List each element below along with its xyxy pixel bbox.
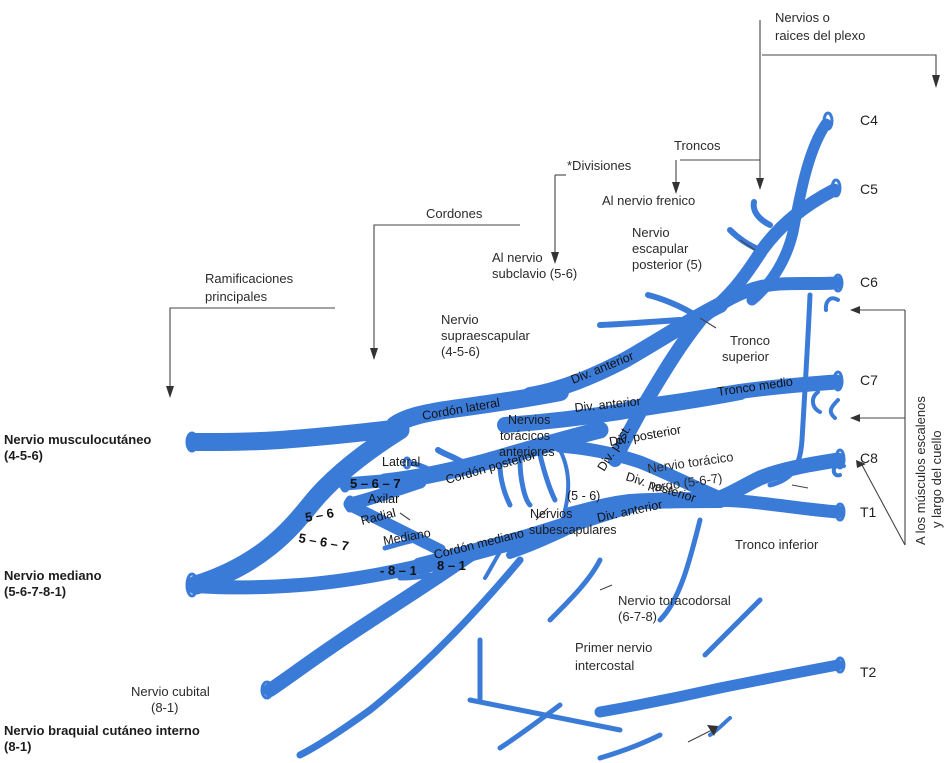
phrenic-label: Al nervio frenico bbox=[602, 193, 695, 208]
median-label: Nervio mediano bbox=[4, 568, 102, 583]
numbers-81-a: - 8 – 1 bbox=[380, 563, 417, 578]
thoracodorsal-label-2: (6-7-8) bbox=[618, 609, 657, 624]
ulnar-label: Nervio cubital bbox=[131, 684, 210, 699]
branches-header-2: principales bbox=[205, 289, 268, 304]
dorsal-scapular-label-2: escapular bbox=[632, 241, 689, 256]
subscapular-numbers: (5 - 6) bbox=[567, 489, 600, 503]
musculocutaneous-label-2: (4-5-6) bbox=[4, 448, 43, 463]
dorsal-scapular-label: Nervio bbox=[632, 225, 670, 240]
root-c5-label: C5 bbox=[860, 181, 878, 197]
divisions-header: *Divisiones bbox=[567, 158, 632, 173]
numbers-81-b: 8 – 1 bbox=[437, 558, 466, 573]
scalene-label-2: y largo del cuello bbox=[929, 430, 944, 528]
root-t2-label: T2 bbox=[860, 664, 877, 680]
brachial-cutaneous-label-2: (8-1) bbox=[4, 739, 31, 754]
musculocutaneous-label: Nervio musculocutáneo bbox=[4, 432, 151, 447]
intercostal-label: Primer nervio bbox=[575, 640, 652, 655]
anterior-thoracic-label-2: torácicos bbox=[500, 429, 550, 443]
ulnar-label-2: (8-1) bbox=[151, 700, 178, 715]
subclavian-label: Al nervio bbox=[492, 250, 543, 265]
intercostal-label-2: intercostal bbox=[575, 658, 634, 673]
div-anterior-middle: Div. anterior bbox=[574, 394, 642, 415]
upper-trunk-label-2: superior bbox=[722, 349, 770, 364]
dorsal-scapular-label-3: posterior (5) bbox=[632, 257, 702, 272]
root-c6-label: C6 bbox=[860, 274, 878, 290]
root-t2 bbox=[594, 659, 844, 718]
root-c4-label: C4 bbox=[860, 112, 878, 128]
axillary-label: Axilar bbox=[368, 492, 399, 506]
subscapular-label: Nervios bbox=[530, 507, 572, 521]
numbers-567-a: 5 – 6 – 7 bbox=[350, 476, 401, 491]
subscapular-label-2: subescapulares bbox=[529, 523, 617, 537]
brachial-cutaneous-nerve bbox=[296, 556, 524, 759]
ulnar-nerve bbox=[263, 548, 477, 697]
median-nerve bbox=[186, 420, 410, 595]
nerve-labels: Nervio musculocutáneo (4-5-6) Nervio med… bbox=[4, 432, 210, 754]
trunks-header: Troncos bbox=[674, 138, 721, 153]
subclavian-label-2: subclavio (5-6) bbox=[492, 266, 577, 281]
scalene-label: A los músculos escalenos bbox=[913, 396, 928, 545]
suprascapular-label-3: (4-5-6) bbox=[441, 344, 480, 359]
root-c7-label: C7 bbox=[860, 372, 878, 388]
roots-header: Nervios o bbox=[775, 10, 830, 25]
root-labels: C4 C5 C6 C7 C8 T1 T2 bbox=[860, 112, 878, 680]
suprascapular-label-2: supraescapular bbox=[441, 328, 531, 343]
suprascapular-label: Nervio bbox=[441, 312, 479, 327]
middle-trunk bbox=[497, 384, 748, 433]
structure-labels: Al nervio frenico Nervio escapular poste… bbox=[297, 193, 944, 673]
upper-trunk-label: Tronco bbox=[730, 333, 770, 348]
branches-header: Ramificaciones bbox=[205, 271, 294, 286]
numbers-567-b: 5 – 6 – 7 bbox=[297, 530, 349, 554]
upper-trunk bbox=[522, 297, 728, 403]
lateral-label: Lateral bbox=[382, 455, 420, 469]
brachial-cutaneous-label: Nervio braquial cutáneo interno bbox=[4, 723, 200, 738]
header-labels: Nervios o raices del plexo Troncos *Divi… bbox=[205, 10, 865, 304]
anterior-thoracic-label: Nervios bbox=[508, 413, 550, 427]
pointer-lines bbox=[166, 20, 940, 743]
anterior-thoracic-label-3: anteriores bbox=[499, 445, 555, 459]
nerve-network bbox=[185, 111, 846, 761]
roots-header-2: raices del plexo bbox=[775, 28, 865, 43]
root-c8 bbox=[707, 452, 846, 508]
root-c8-label: C8 bbox=[860, 450, 878, 466]
median-label-2: (5-6-7-8-1) bbox=[4, 584, 66, 599]
numbers-56: 5 – 6 bbox=[304, 505, 335, 525]
cords-header: Cordones bbox=[426, 206, 483, 221]
thoracodorsal-label: Nervio toracodorsal bbox=[618, 593, 731, 608]
musculocutaneous-nerve bbox=[187, 419, 409, 451]
lower-trunk-label: Tronco inferior bbox=[735, 537, 819, 552]
lateral-cord bbox=[386, 383, 569, 434]
root-t1-label: T1 bbox=[860, 504, 877, 520]
